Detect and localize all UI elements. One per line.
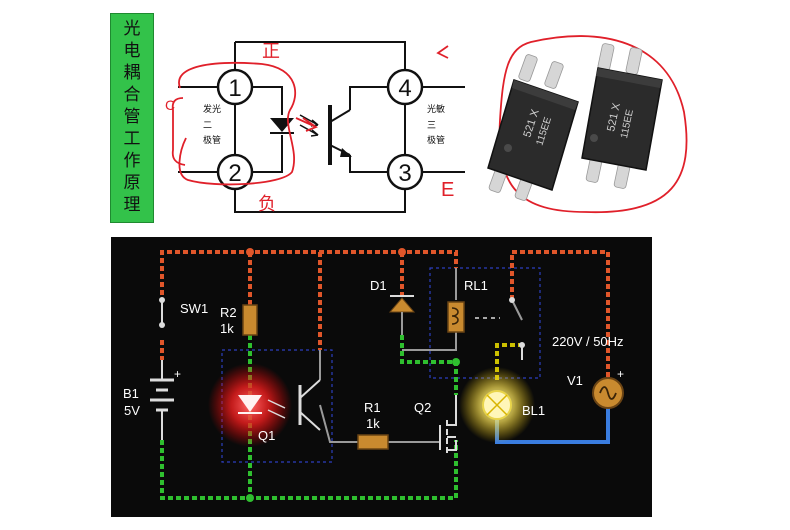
c-mark-annotation <box>436 45 449 59</box>
chip-photo-left: 521 X 115EE <box>487 54 579 201</box>
led-circle-annotation <box>178 61 297 186</box>
d1-label: D1 <box>370 278 387 293</box>
pin3-label: 3 <box>398 160 411 187</box>
optocoupler-schematic <box>178 41 465 213</box>
chip-body-left <box>487 79 579 191</box>
sw1-label: SW1 <box>180 301 208 316</box>
pin2-label: 2 <box>228 160 241 187</box>
led-anode-wire <box>252 86 283 115</box>
arrow-annotation <box>295 117 318 132</box>
r1-resistor-icon <box>357 434 389 450</box>
pin2-circle <box>216 153 254 191</box>
q1-transistor-icon <box>298 379 321 431</box>
rl1-label: RL1 <box>464 278 488 293</box>
q1-label: Q1 <box>258 428 275 443</box>
circuit-panel <box>111 237 652 517</box>
chip-pin1-dot-right <box>590 134 598 142</box>
title-char: 工 <box>123 129 141 149</box>
hand-annotations <box>171 35 688 213</box>
pin4-label: 4 <box>398 75 411 102</box>
r2-value-label: 1k <box>220 321 234 336</box>
pin4-circle <box>386 68 424 106</box>
bl1-label: BL1 <box>522 403 545 418</box>
pin1-circle <box>216 68 254 106</box>
svg-text:光敏: 光敏 <box>427 103 445 114</box>
emitter-side-label: 发光 二 极管 <box>203 103 221 145</box>
chip-circle-annotation <box>498 35 688 213</box>
q2-label: Q2 <box>414 400 431 415</box>
ac-spec-label: 220V / 50Hz <box>552 334 624 349</box>
title-char: 理 <box>123 195 141 215</box>
r1-value-label: 1k <box>366 416 380 431</box>
ac-plus-icon: + <box>617 367 624 381</box>
pin3-hand-label: E <box>441 179 454 201</box>
title-char: 作 <box>123 151 141 171</box>
collector-wire <box>349 86 388 110</box>
pin4-hand-label: C <box>165 97 175 113</box>
pin1-hand-label: 正 <box>262 41 280 61</box>
r2-name-label: R2 <box>220 305 237 320</box>
optocoupler-box <box>221 349 333 463</box>
battery-plus-icon: + <box>174 367 181 381</box>
title-char: 合 <box>123 85 141 105</box>
title-vertical-text: 光电耦合管工作原理 <box>111 18 153 216</box>
battery-b1-icon <box>150 360 174 440</box>
title-char: 原 <box>123 173 141 193</box>
title-char: 耦 <box>123 63 141 83</box>
b1-value-label: 5V <box>124 403 140 418</box>
bracket-annotation <box>171 97 186 166</box>
transistor-collector-leg <box>329 109 351 123</box>
pin2-hand-label: 负 <box>258 194 276 214</box>
signal-wires <box>319 268 523 443</box>
emitter-wire <box>349 155 388 173</box>
receiver-side-label: 光敏 三 极管 <box>427 103 445 145</box>
title-strip: 光电耦合管工作原理 <box>110 13 154 223</box>
r2-resistor-icon <box>242 304 258 336</box>
pin1-label: 1 <box>228 75 241 102</box>
chip-marking-top-right: 521 X <box>605 101 623 132</box>
title-char: 电 <box>123 41 141 61</box>
svg-text:发光: 发光 <box>203 103 221 114</box>
b1-name-label: B1 <box>123 386 139 401</box>
chip-pin1-dot-left <box>504 144 512 152</box>
optocoupler-light-icon <box>267 399 286 419</box>
led-icon <box>238 395 262 412</box>
junction-dots-positive <box>246 248 406 256</box>
package-bottom-outline <box>234 185 406 213</box>
relay-box <box>429 267 541 379</box>
q2-mosfet-icon <box>439 395 457 455</box>
junction-dots-ground <box>246 358 460 502</box>
title-char: 光 <box>123 19 141 39</box>
relay-contact-icon <box>509 297 525 360</box>
svg-text:三: 三 <box>427 120 436 130</box>
chip-body-right <box>581 67 663 171</box>
led-diode-icon <box>270 118 294 132</box>
pin3-circle <box>386 153 424 191</box>
title-char: 管 <box>123 107 141 127</box>
emitter-arrow-icon <box>340 148 352 157</box>
svg-text:极管: 极管 <box>203 134 221 145</box>
sw1-switch[interactable] <box>159 297 165 328</box>
chip-photo-right: 521 X 115EE <box>581 43 663 189</box>
led-cathode-wire <box>252 135 283 173</box>
svg-text:极管: 极管 <box>427 134 445 145</box>
v1-label: V1 <box>567 373 583 388</box>
r1-name-label: R1 <box>364 400 381 415</box>
positive-wires <box>160 250 610 378</box>
svg-text:二: 二 <box>203 120 212 130</box>
